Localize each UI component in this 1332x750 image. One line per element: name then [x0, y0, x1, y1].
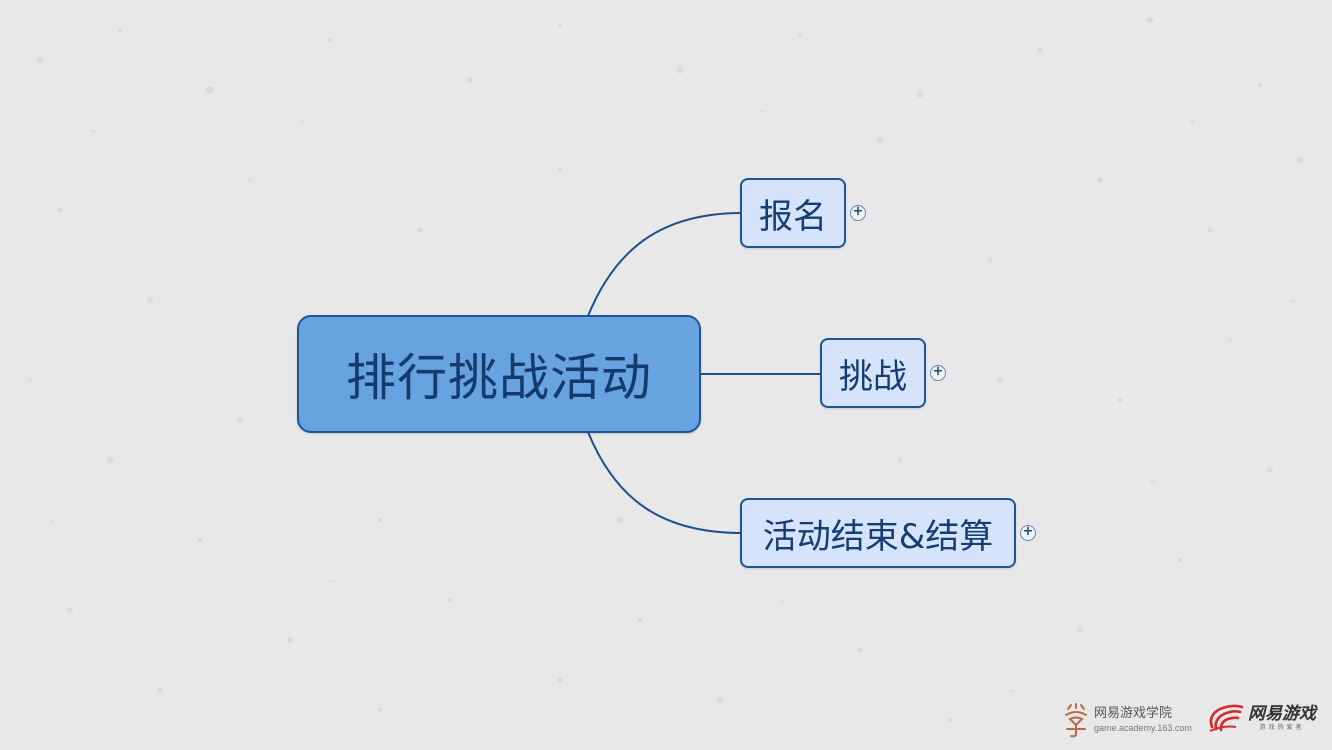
- academy-logo-icon: [1065, 703, 1087, 738]
- academy-name: 网易游戏学院: [1094, 706, 1173, 721]
- central-topic-label: 排行挑战活动: [346, 349, 652, 407]
- branch-node-challenge[interactable]: 挑战: [820, 338, 926, 408]
- netease-games-logo-icon: [1209, 704, 1244, 732]
- expand-plus-icon[interactable]: +: [1020, 525, 1036, 541]
- expand-plus-icon[interactable]: +: [930, 365, 946, 381]
- games-name: 网易游戏: [1248, 704, 1316, 724]
- games-slogan: 游戏热爱者: [1259, 724, 1305, 731]
- branch-label: 挑战: [839, 356, 907, 397]
- connector-to-branch-3: [587, 431, 743, 534]
- connector-to-branch-1: [587, 212, 743, 317]
- netease-games-brand: 网易游戏 游戏热爱者: [1206, 698, 1316, 738]
- expand-plus-icon[interactable]: +: [850, 205, 866, 221]
- academy-url: game.academy.163.com: [1094, 723, 1192, 733]
- branch-label: 报名: [759, 196, 827, 237]
- central-topic[interactable]: 排行挑战活动: [297, 315, 701, 433]
- branch-label: 活动结束&结算: [762, 516, 994, 557]
- branch-node-settlement[interactable]: 活动结束&结算: [740, 498, 1016, 568]
- branch-node-signup[interactable]: 报名: [740, 178, 846, 248]
- academy-brand: 网易游戏学院 game.academy.163.com: [1062, 700, 1192, 740]
